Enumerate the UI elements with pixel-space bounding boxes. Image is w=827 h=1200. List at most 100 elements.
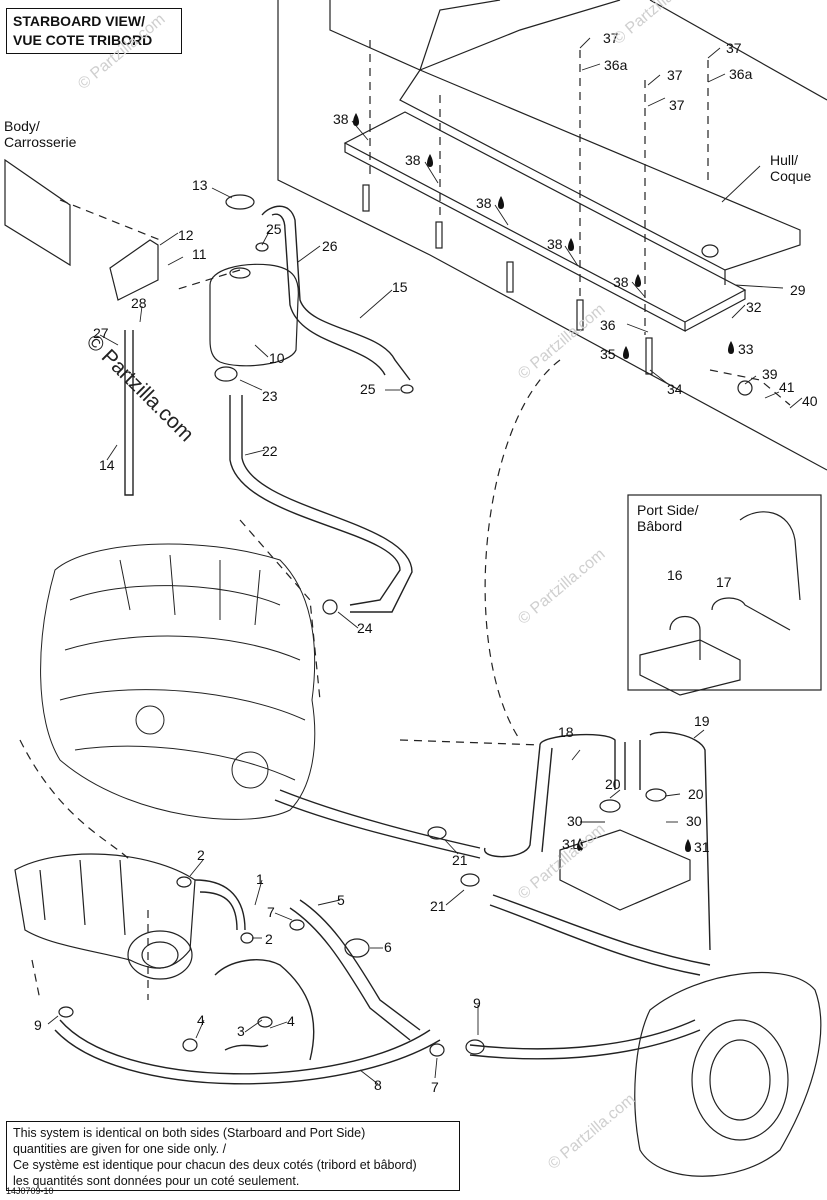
callout-label: 31 [562,836,578,852]
rail-bolts [362,184,653,375]
callout-label: 26 [322,238,338,254]
callout-label: 6 [384,939,392,955]
engine-block [40,543,316,820]
callout-label: 13 [192,177,208,193]
drop-icon [498,196,504,209]
callout-label: 36 [600,317,616,333]
callout-label: 4 [197,1012,205,1028]
exhaust-manifold [14,853,196,980]
callout-label: 10 [269,350,285,366]
callout-label: 35 [600,346,616,362]
drop-icon [427,154,433,167]
callout-label: 37 [603,30,619,46]
callout-label: 3 [237,1023,245,1039]
callout-label: 38 [613,274,629,290]
alignment-lines [19,40,791,1001]
callout-label: 31 [694,839,710,855]
callout-label: 2 [197,847,205,863]
fitting-plate [559,829,691,911]
view-title-box: STARBOARD VIEW/ VUE COTE TRIBORD [6,8,182,54]
callout-label: 37 [667,67,683,83]
callout-label: 40 [802,393,818,409]
port-side-label-line1: Port Side/ [637,502,699,518]
callout-label: 17 [716,574,732,590]
callout-label: 38 [405,152,421,168]
callout-label: 20 [605,776,621,792]
callout-label: 20 [688,786,704,802]
drop-icon [728,341,734,354]
callout-label: 9 [34,1017,42,1033]
callout-label: 33 [738,341,754,357]
hull-label-line2: Coque [770,168,812,184]
callout-label: 15 [392,279,408,295]
bracket [109,239,159,301]
callout-label: 23 [262,388,278,404]
callout-label: 12 [178,227,194,243]
view-title-line1: STARBOARD VIEW/ [13,13,145,29]
callout-label: 4 [287,1013,295,1029]
support-rail [343,111,747,332]
callout-label: 37 [726,40,742,56]
callout-label: 2 [265,931,273,947]
drop-icon [635,274,641,287]
loctite-drop-icons [353,113,734,852]
callout-label: 18 [558,724,574,740]
callout-label: 24 [357,620,373,636]
callout-label: 16 [667,567,683,583]
hull-label-line1: Hull/ [770,152,799,168]
view-title-line2: VUE COTE TRIBORD [13,32,153,48]
callout-label: 11 [192,246,207,262]
callout-label: 29 [790,282,806,298]
clamps [58,242,753,1057]
callout-label: 32 [746,299,762,315]
callout-label: 30 [686,813,702,829]
hoses [54,205,711,1085]
drop-icon [577,838,583,851]
callout-label: 28 [131,295,147,311]
hull-frame [277,0,827,471]
body-label-line2: Carrosserie [4,134,77,150]
callout-label: 38 [547,236,563,252]
note-line1: This system is identical on both sides (… [13,1126,366,1140]
note-line2: quantities are given for one side only. … [13,1142,227,1156]
callout-numbers: 1 2 2 3 4 4 5 6 7 7 8 9 9 10 11 12 13 14… [34,30,818,1095]
note-line4: les quantités sont données pour un coté … [13,1174,300,1188]
drop-icon [623,346,629,359]
callout-label: 27 [93,325,109,341]
figure-code: 14J0709-10 [6,1186,54,1196]
port-side-label-line2: Bâbord [637,518,683,534]
callout-label: 21 [452,852,468,868]
jet-pump [634,972,822,1177]
callout-label: 19 [694,713,710,729]
callout-label: 5 [337,892,345,908]
drop-icon [568,238,574,251]
callout-label: 14 [99,457,115,473]
callout-label: 36a [729,66,753,82]
callout-label: 9 [473,995,481,1011]
drop-icon [685,839,691,852]
system-note-box: This system is identical on both sides (… [6,1121,460,1191]
body-panel [4,158,71,267]
callout-label: 21 [430,898,446,914]
callout-label: 34 [667,381,683,397]
callout-label: 1 [256,871,264,887]
callout-label: 38 [333,111,349,127]
port-side-inset [627,494,822,696]
body-label-line1: Body/ [4,118,40,134]
leader-lines [47,37,803,1085]
callout-label: 36a [604,57,628,73]
callout-label: 25 [266,221,282,237]
callout-label: 8 [374,1077,382,1093]
coolant-reservoir [209,194,299,367]
callout-label: 25 [360,381,376,397]
callout-label: 41 [779,379,795,395]
note-line3: Ce système est identique pour chacun des… [13,1158,417,1172]
callout-label: 37 [669,97,685,113]
drop-icon [353,113,359,126]
callout-label: 38 [476,195,492,211]
callout-label: 22 [262,443,278,459]
callout-label: 30 [567,813,583,829]
callout-label: 39 [762,366,778,382]
callout-label: 7 [267,904,275,920]
